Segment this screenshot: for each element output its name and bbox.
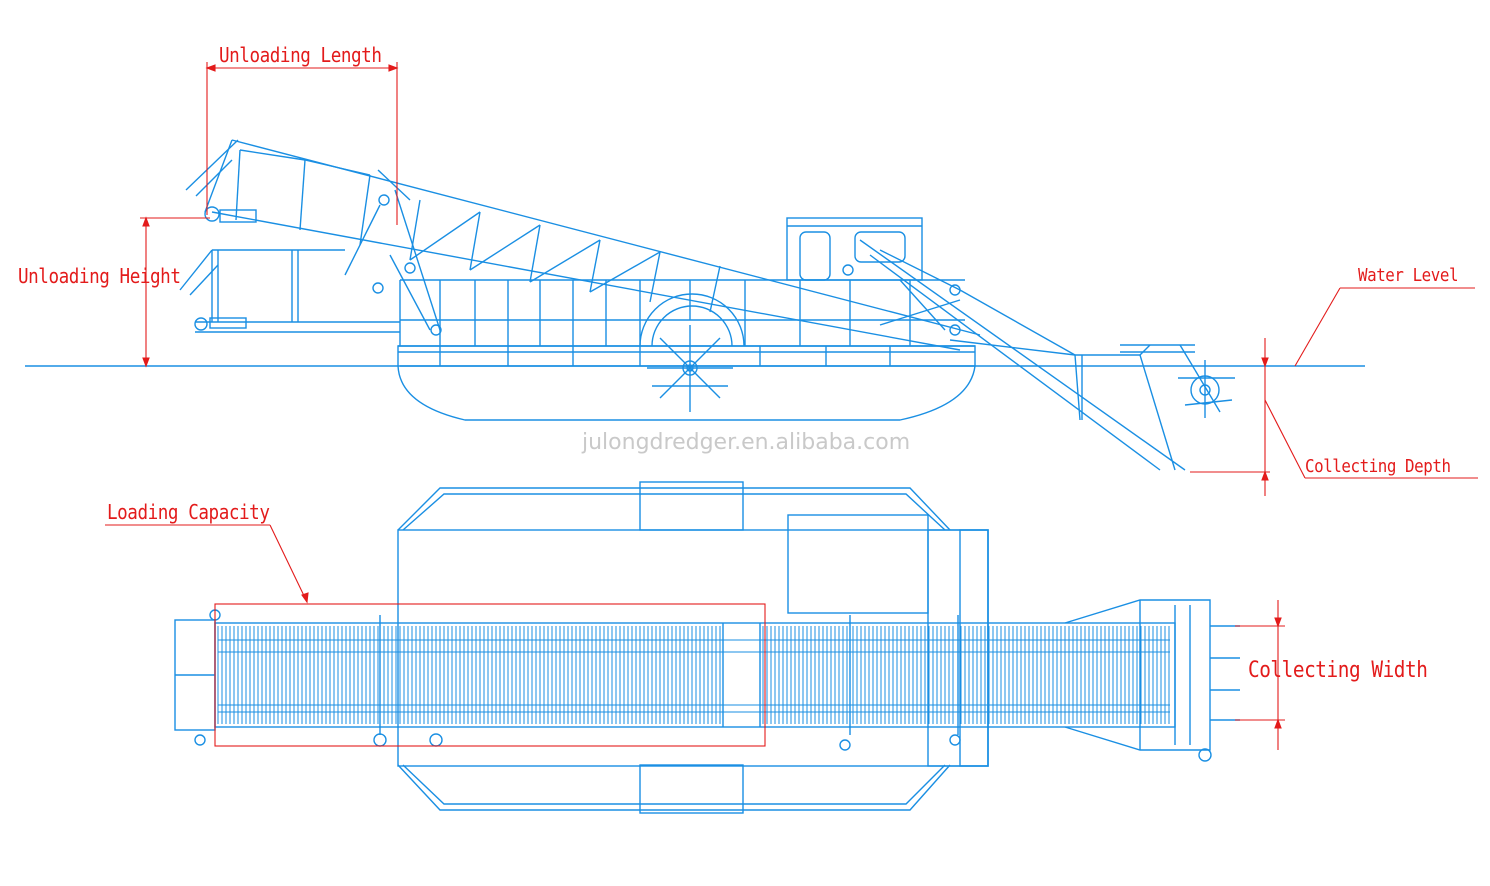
conveyor-slats bbox=[217, 626, 1170, 724]
top-view bbox=[174, 481, 1240, 814]
collecting-width-label: Collecting Width bbox=[1248, 658, 1428, 683]
dimension-lines bbox=[105, 62, 1478, 750]
pontoon-upper bbox=[397, 487, 951, 531]
unloading-height-label: Unloading Height bbox=[18, 264, 181, 288]
side-view bbox=[25, 139, 1365, 471]
pontoon-lower bbox=[397, 764, 951, 811]
collecting-depth-label: Collecting Depth bbox=[1305, 456, 1451, 477]
unloading-length-label: Unloading Length bbox=[219, 43, 382, 67]
cabin bbox=[786, 217, 923, 281]
water-level-label: Water Level bbox=[1358, 265, 1459, 286]
watermark: julongdredger.en.alibaba.com bbox=[582, 430, 911, 455]
loading-capacity-label: Loading Capacity bbox=[107, 500, 270, 524]
hull bbox=[397, 345, 976, 421]
